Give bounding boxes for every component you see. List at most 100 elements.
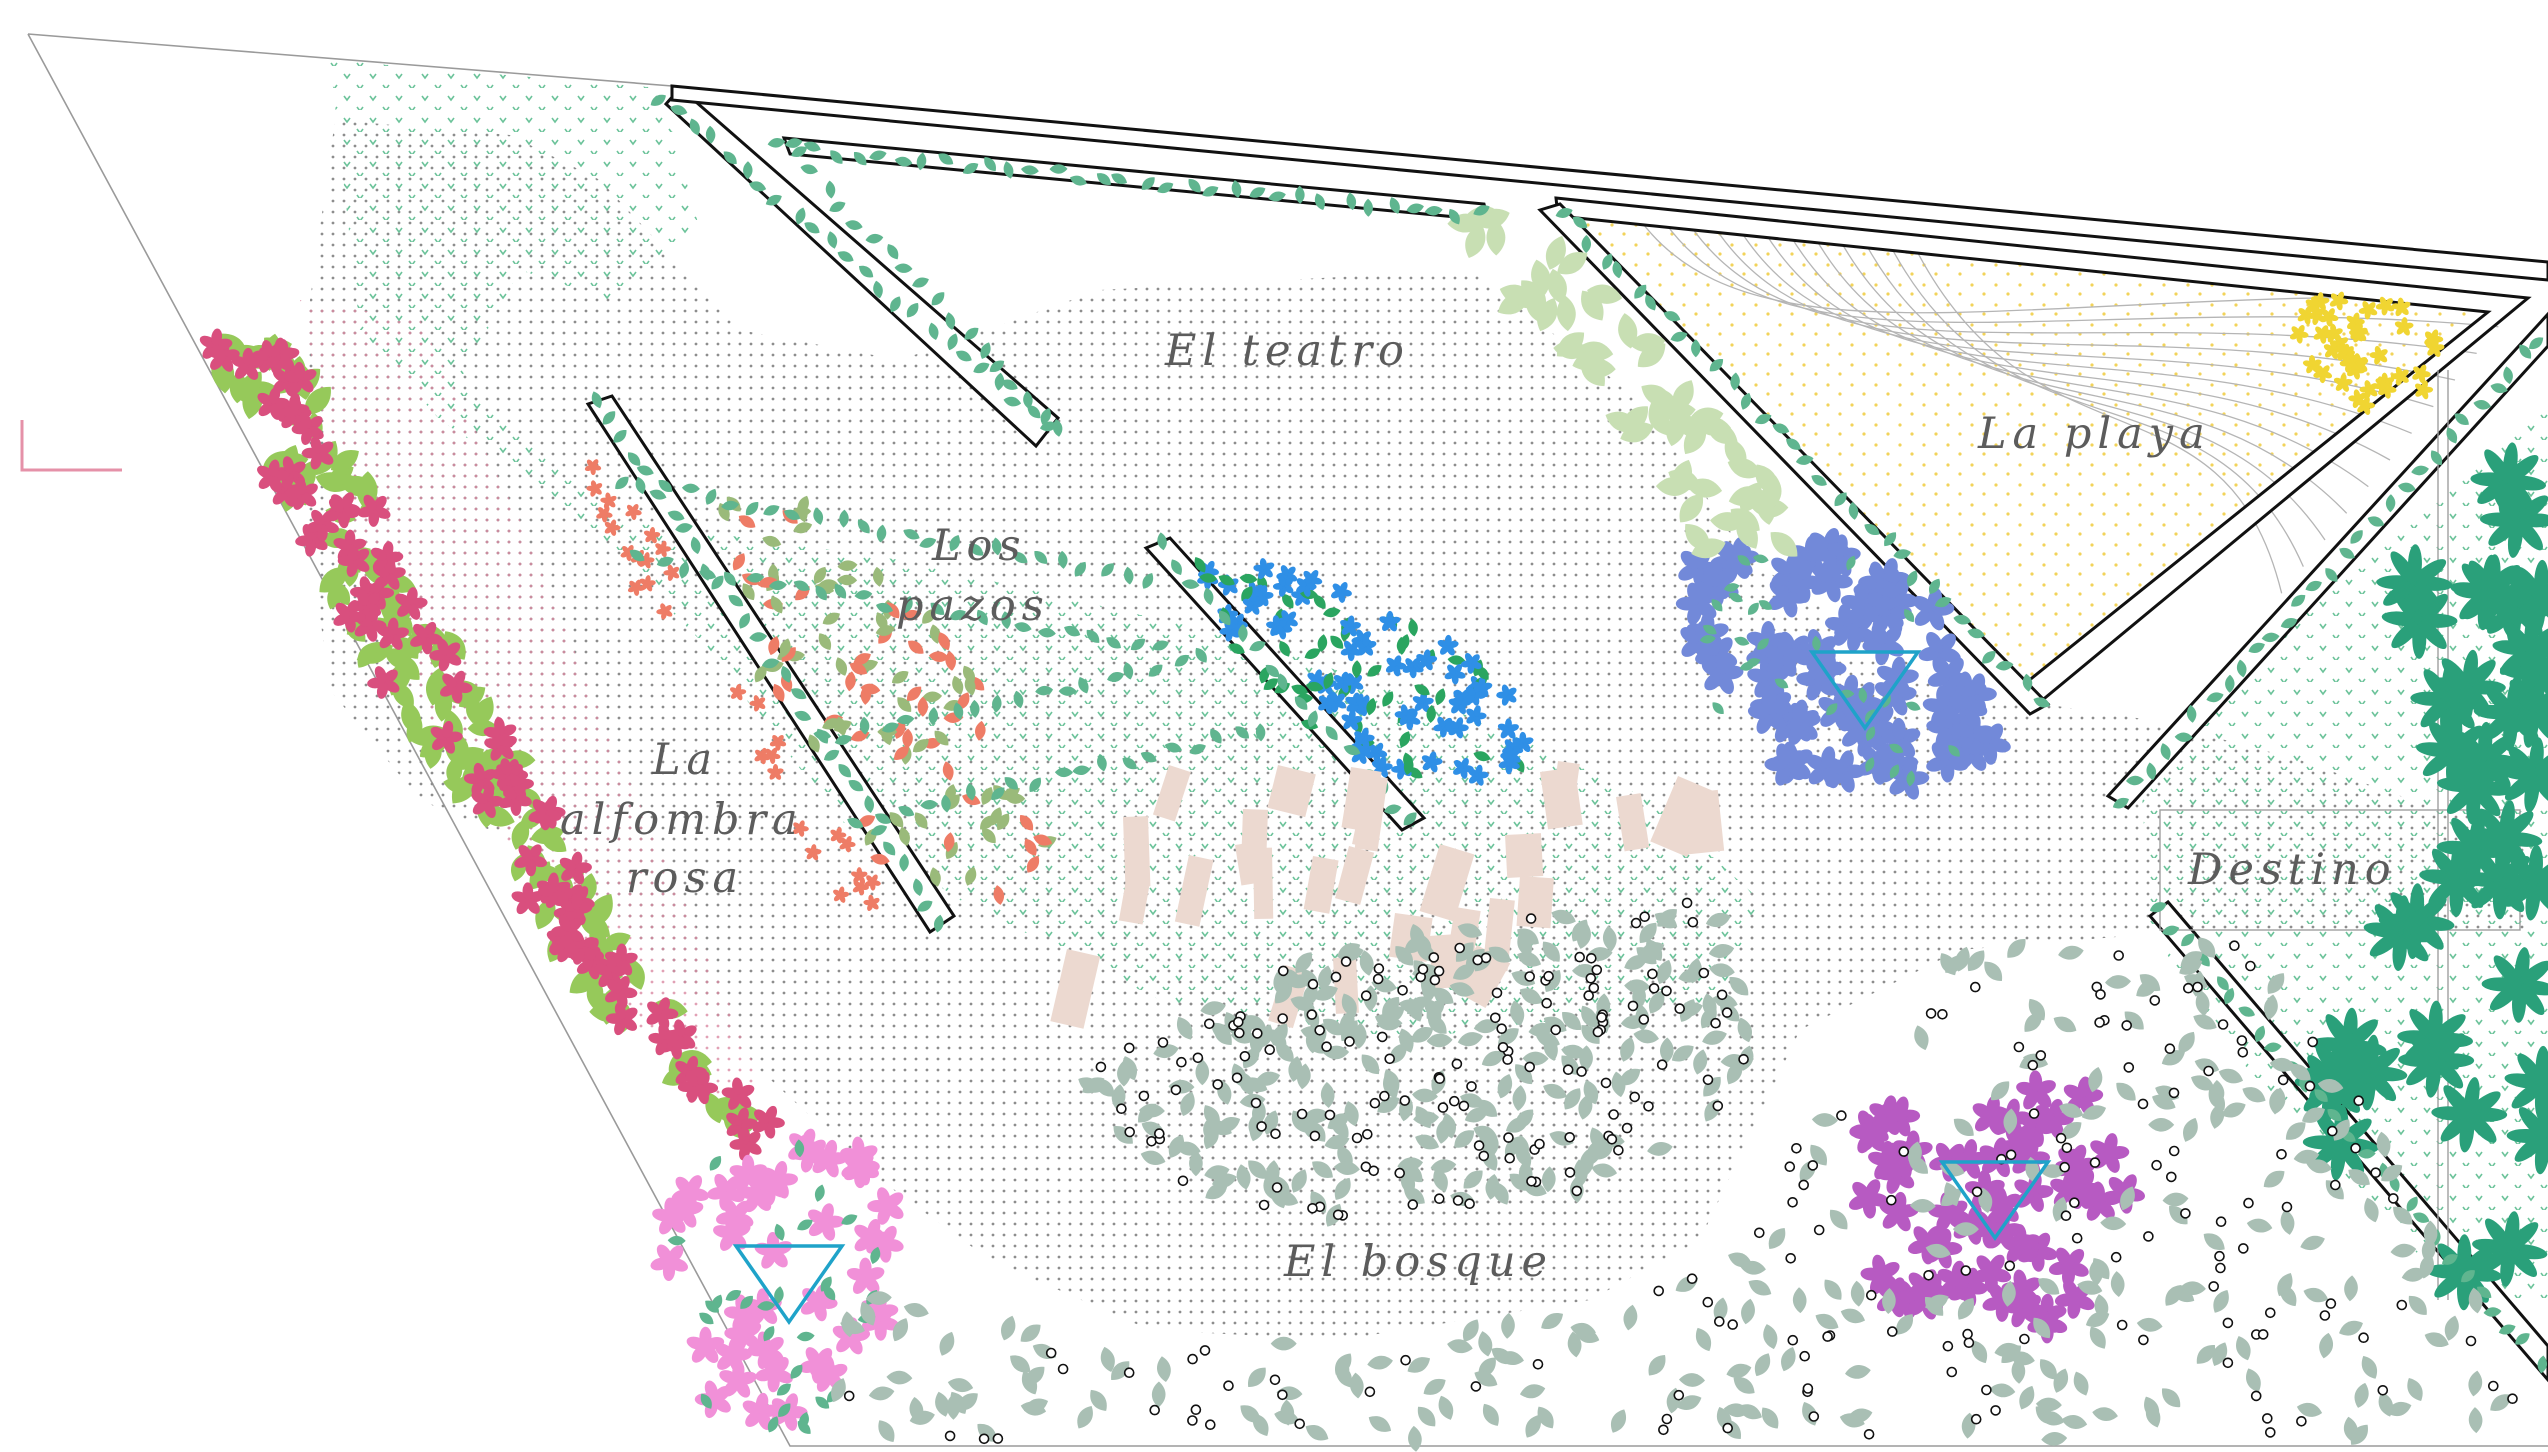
tree-marker-icon (1643, 1101, 1654, 1112)
forest-leaf-icon (1090, 1389, 1107, 1411)
forest-leaf-icon (1023, 1398, 1049, 1414)
mint-leaf-icon (1737, 555, 1751, 566)
pink-flower-icon (528, 798, 562, 831)
hedge-leaf-icon (894, 156, 913, 167)
forest-leaf-icon (1438, 1395, 1454, 1420)
forest-leaf-icon (1474, 1371, 1498, 1387)
hedge-leaf-icon (949, 609, 966, 621)
tree-marker-icon (1124, 1126, 1135, 1138)
hedge-leaf-icon (1023, 391, 1033, 409)
palm-plant-icon (2430, 649, 2506, 726)
green-leaf-icon (1366, 697, 1377, 716)
yellow-flower-icon (2375, 372, 2395, 391)
pink-flower-icon (440, 670, 473, 704)
green-leaf-icon (1228, 643, 1245, 654)
tree-marker-icon (2168, 1145, 2180, 1157)
forest-leaf-icon (2296, 1402, 2323, 1417)
hedge-leaf-icon (1140, 751, 1157, 763)
pale-green-shrub-icon (1691, 538, 1726, 559)
green-leaf-icon (1241, 586, 1253, 602)
tree-marker-icon (2203, 1065, 2214, 1077)
hedge-leaf-icon (912, 277, 929, 288)
forest-leaf-icon (1410, 1026, 1434, 1043)
label-la-playa: La playa (1977, 409, 2211, 459)
forest-leaf-icon (2148, 1117, 2175, 1132)
hedge-leaf-icon (1255, 723, 1266, 742)
tree-marker-icon (2243, 1197, 2254, 1209)
mint-leaf-icon (1905, 701, 1921, 711)
hedge-leaf-icon (1195, 647, 1207, 663)
yellow-flower-icon (2369, 345, 2388, 365)
paver-tile (1678, 789, 1725, 855)
hedge-leaf-icon (1907, 570, 1918, 587)
tree-marker-icon (1429, 974, 1441, 986)
hedge-leaf-icon (1013, 690, 1024, 709)
forest-leaf-icon (1633, 1029, 1659, 1044)
tree-marker-icon (1095, 1061, 1107, 1073)
mint-leaf-icon (667, 1235, 686, 1246)
hedge-leaf-icon (2498, 1324, 2516, 1335)
pink-flower-icon (499, 783, 532, 816)
tree-marker-icon (2143, 1231, 2154, 1242)
forest-leaf-icon (1571, 919, 1588, 942)
tree-marker-icon (1307, 978, 1319, 990)
mint-leaf-icon (774, 1223, 785, 1241)
label-rosa: rosa (626, 853, 744, 903)
blue-flower-icon (1444, 664, 1466, 685)
hedge-leaf-icon (1034, 551, 1048, 564)
tree-marker-icon (2296, 1416, 2307, 1427)
periwinkle-flower-icon (1840, 582, 1883, 624)
pale-green-shrub-icon (1728, 486, 1764, 506)
periwinkle-flower-icon (1862, 623, 1905, 666)
tree-marker-icon (1277, 1389, 1288, 1401)
mint-leaf-icon (1889, 743, 1904, 754)
inverted-triangle-icon (1938, 1160, 2052, 1242)
forest-leaf-icon (2339, 1320, 2363, 1336)
tree-marker-icon (1798, 1179, 1809, 1191)
hedge-leaf-icon (2441, 1254, 2458, 1265)
blue-flower-icon (1355, 635, 1377, 656)
forest-leaf-icon (2319, 1332, 2334, 1359)
blue-flower-icon (1242, 593, 1264, 615)
tree-marker-icon (2013, 1041, 2025, 1053)
forest-leaf-icon (1815, 1313, 1839, 1330)
yellow-flower-icon (2358, 301, 2378, 320)
hedge-leaf-icon (1363, 198, 1373, 217)
tree-marker-icon (1397, 984, 1408, 996)
hedge-leaf-icon (783, 509, 801, 520)
hedge-leaf-icon (1389, 197, 1400, 214)
forest-leaf-icon (1610, 1409, 1627, 1433)
hedge-leaf-icon (721, 500, 739, 511)
palm-plant-icon (2470, 442, 2546, 518)
green-shrub-icon (304, 386, 331, 415)
forest-leaf-icon (2468, 1370, 2483, 1397)
forest-leaf-icon (2178, 1031, 2195, 1054)
forest-leaf-icon (1501, 1312, 1515, 1339)
label-los: Los (931, 521, 1027, 571)
hedge-leaf-icon (955, 350, 972, 362)
green-shrub-icon (425, 667, 447, 706)
forest-leaf-icon (1591, 1163, 1618, 1178)
tree-marker-icon (1379, 1090, 1390, 1102)
green-leaf-icon (1473, 751, 1491, 762)
tree-marker-icon (2089, 1157, 2101, 1168)
hedge-leaf-icon (1795, 455, 1814, 465)
salmon-sage-plant-icon (907, 686, 922, 701)
forest-leaf-icon (1341, 1020, 1358, 1042)
hedge-leaf-icon (853, 152, 867, 166)
forest-leaf-icon (2059, 1103, 2084, 1118)
hedge-leaf-icon (1995, 660, 2014, 671)
pale-green-shrub-icon (1581, 290, 1604, 321)
light-pink-flower-icon (840, 1136, 878, 1174)
tree-marker-icon (1199, 1345, 1211, 1356)
forest-leaf-icon (2218, 1068, 2244, 1084)
hedge-leaf-icon (656, 556, 674, 567)
forest-leaf-icon (1541, 1313, 1564, 1329)
hedge-leaf-icon (962, 163, 979, 174)
hedge-leaf-icon (2149, 902, 2167, 913)
salmon-sage-plant-icon (982, 828, 996, 844)
magenta-flower-icon (2016, 1070, 2056, 1110)
green-leaf-icon (1239, 573, 1258, 584)
yellow-flower-icon (2356, 396, 2376, 415)
light-pink-flower-icon (800, 1283, 838, 1322)
